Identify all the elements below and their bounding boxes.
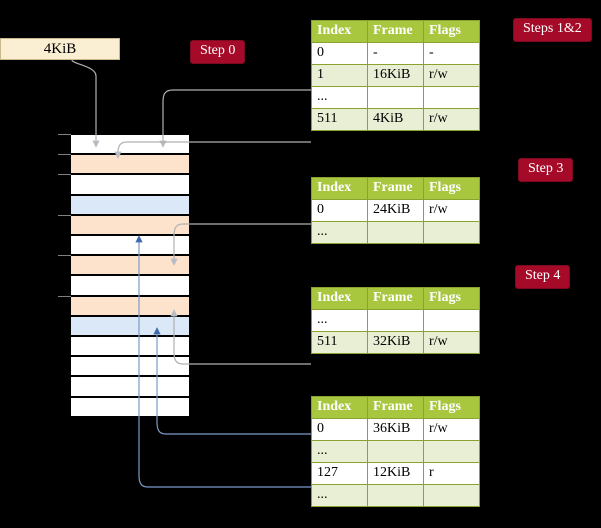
- source-frame-label: 4KiB: [43, 40, 77, 57]
- table-row: 0--: [311, 42, 480, 65]
- wire-step4: [170, 309, 311, 365]
- table-row: ...: [311, 86, 480, 109]
- cell-index: 511: [311, 108, 368, 131]
- cell-flags: r/w: [423, 64, 480, 87]
- column-header-frame: Frame: [367, 177, 424, 200]
- physical-memory-column: [70, 134, 190, 417]
- cell-frame: 36KiB: [367, 418, 424, 441]
- cell-index: ...: [311, 221, 368, 244]
- badge-step-4: Step 4: [515, 265, 571, 289]
- memory-tick: [58, 174, 71, 176]
- cell-flags: [423, 440, 480, 463]
- cell-index: ...: [311, 86, 368, 109]
- memory-frame-row: [70, 154, 190, 175]
- memory-frame-row: [70, 356, 190, 377]
- cell-frame: 16KiB: [367, 64, 424, 87]
- cell-flags: [423, 484, 480, 507]
- cell-frame: 24KiB: [367, 199, 424, 222]
- cell-frame: 12KiB: [367, 462, 424, 485]
- memory-frame-row: [70, 235, 190, 256]
- cell-flags: r: [423, 462, 480, 485]
- column-header-index: Index: [311, 20, 368, 43]
- badge-step-0: Step 0: [190, 40, 246, 64]
- cell-flags: r/w: [423, 108, 480, 131]
- source-frame-box: 4KiB: [0, 38, 120, 60]
- column-header-flags: Flags: [423, 20, 480, 43]
- wire-step3: [170, 223, 311, 266]
- column-header-index: Index: [311, 287, 368, 310]
- cell-frame: [367, 484, 424, 507]
- table-row: ...: [311, 221, 480, 244]
- memory-frame-row: [70, 194, 190, 215]
- memory-tick: [58, 214, 71, 216]
- memory-tick: [58, 134, 71, 135]
- column-header-frame: Frame: [367, 287, 424, 310]
- column-header-frame: Frame: [367, 396, 424, 419]
- memory-tick: [58, 154, 71, 156]
- table-row: ...: [311, 440, 480, 463]
- cell-index: 127: [311, 462, 368, 485]
- memory-frame-row: [70, 174, 190, 195]
- memory-frame-row: [70, 295, 190, 316]
- cell-frame: 4KiB: [367, 108, 424, 131]
- column-header-flags: Flags: [423, 177, 480, 200]
- memory-frame-row: [70, 376, 190, 397]
- cell-flags: r/w: [423, 331, 480, 354]
- memory-tick: [58, 295, 71, 297]
- cell-index: 511: [311, 331, 368, 354]
- cell-flags: -: [423, 42, 480, 65]
- column-header-index: Index: [311, 396, 368, 419]
- column-header-frame: Frame: [367, 20, 424, 43]
- badge-steps-1-2: Steps 1&2: [513, 18, 592, 42]
- cell-flags: [423, 309, 480, 332]
- memory-frame-row: [70, 275, 190, 296]
- memory-frame-row: [70, 336, 190, 357]
- cell-frame: [367, 440, 424, 463]
- column-header-index: Index: [311, 177, 368, 200]
- cell-frame: [367, 86, 424, 109]
- column-header-flags: Flags: [423, 287, 480, 310]
- cell-index: 0: [311, 199, 368, 222]
- wire-step0: [71, 59, 100, 148]
- cell-frame: [367, 221, 424, 244]
- column-header-flags: Flags: [423, 396, 480, 419]
- table-row: ...: [311, 484, 480, 507]
- cell-frame: 32KiB: [367, 331, 424, 354]
- cell-index: ...: [311, 309, 368, 332]
- cell-index: 0: [311, 418, 368, 441]
- memory-frame-row: [70, 315, 190, 336]
- cell-frame: [367, 309, 424, 332]
- memory-frame-row: [70, 255, 190, 276]
- cell-index: ...: [311, 440, 368, 463]
- cell-frame: -: [367, 42, 424, 65]
- badge-step-3: Step 3: [518, 158, 574, 182]
- cell-flags: r/w: [423, 418, 480, 441]
- cell-flags: r/w: [423, 199, 480, 222]
- memory-frame-row: [70, 396, 190, 417]
- cell-index: 1: [311, 64, 368, 87]
- cell-flags: [423, 86, 480, 109]
- cell-index: ...: [311, 484, 368, 507]
- cell-flags: [423, 221, 480, 244]
- memory-tick: [58, 255, 71, 257]
- table-row: ...: [311, 309, 480, 332]
- cell-index: 0: [311, 42, 368, 65]
- memory-frame-row: [70, 214, 190, 235]
- memory-frame-row: [70, 134, 190, 155]
